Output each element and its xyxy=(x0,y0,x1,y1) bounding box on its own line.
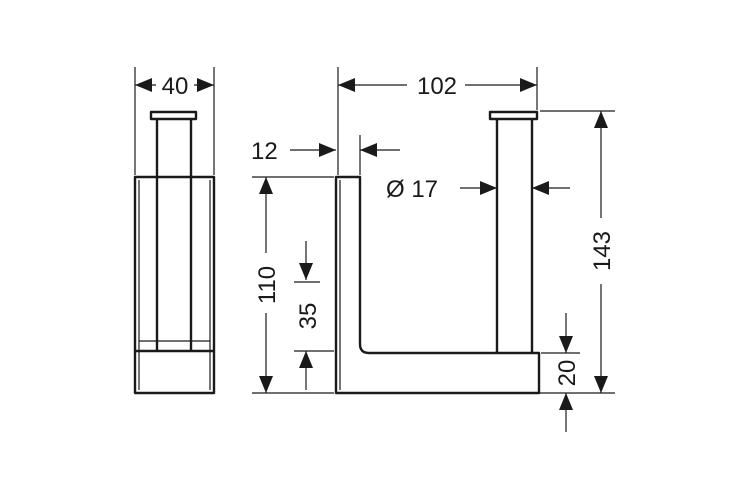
arrowhead xyxy=(319,143,336,157)
side-view-rod-cap xyxy=(149,110,198,121)
dimension-143: 143 xyxy=(540,110,616,394)
arrowhead xyxy=(135,78,152,92)
side-view xyxy=(133,110,216,395)
arrowhead xyxy=(299,351,313,368)
dimension-12: 12 xyxy=(251,135,400,175)
dimension-102: 102 xyxy=(337,67,538,175)
dimension-35: 35 xyxy=(294,241,334,390)
arrowhead xyxy=(480,181,497,195)
dimension-label-diameter: Ø 17 xyxy=(386,176,438,203)
arrowhead xyxy=(532,181,549,195)
arrowhead xyxy=(559,393,573,410)
dimension-20: 20 xyxy=(541,313,581,432)
dimension-40: 40 xyxy=(134,67,215,175)
arrowhead xyxy=(259,376,273,393)
front-view-rod-cap xyxy=(488,110,539,121)
dimension-label-20: 20 xyxy=(554,360,581,387)
arrowhead xyxy=(197,78,214,92)
arrowhead xyxy=(259,177,273,194)
dimension-110: 110 xyxy=(252,176,334,394)
label-background xyxy=(407,70,465,100)
dimension-diameter-17: Ø 17 xyxy=(386,176,570,203)
arrowhead xyxy=(559,336,573,353)
arrowhead xyxy=(338,78,355,92)
front-view xyxy=(334,110,541,395)
arrowhead xyxy=(299,263,313,280)
front-view-body xyxy=(334,175,541,395)
dimension-label-102: 102 xyxy=(417,73,457,100)
side-view-body xyxy=(133,175,216,395)
arrowhead xyxy=(520,78,537,92)
dimension-label-12: 12 xyxy=(251,138,278,165)
arrowhead xyxy=(594,111,608,128)
label-background xyxy=(253,253,279,313)
dimension-label-35: 35 xyxy=(295,303,322,330)
label-background xyxy=(156,70,194,100)
dimension-label-110: 110 xyxy=(254,266,281,304)
dimension-label-40: 40 xyxy=(162,73,189,100)
arrowhead xyxy=(594,376,608,393)
label-background xyxy=(588,218,614,284)
arrowhead xyxy=(360,143,377,157)
dimension-label-143: 143 xyxy=(589,231,616,271)
